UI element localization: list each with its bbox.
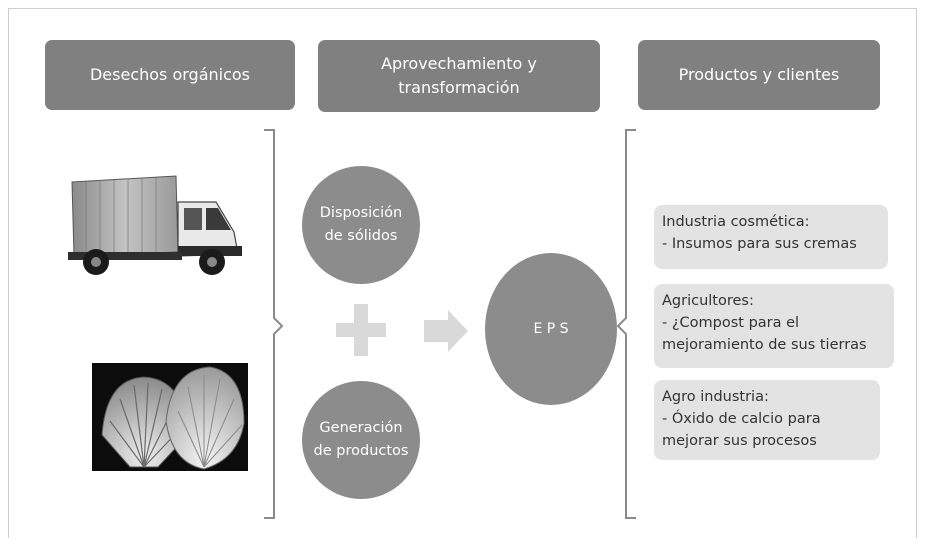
eps-label: E P S [533, 320, 569, 337]
header-processing-line1: Aprovechamiento y [381, 54, 537, 73]
product-cosmetic-title: Industria cosmética: [662, 214, 810, 230]
product-cosmetic-industry: Industria cosmética: - Insumos para sus … [654, 205, 888, 269]
product-agro-detail2: mejorar sus procesos [662, 433, 817, 449]
generation-line2: de productos [313, 443, 409, 459]
header-products-clients: Productos y clientes [638, 40, 880, 110]
frame-top-line [8, 8, 917, 9]
product-agro-industry: Agro industria: - Óxido de calcio para m… [654, 380, 880, 460]
header-organic-waste-label: Desechos orgánicos [89, 65, 251, 84]
products-bracket [616, 129, 636, 519]
arrow-right-icon [424, 310, 468, 352]
header-processing-line2: transformación [398, 78, 520, 97]
frame-left-line [8, 8, 9, 538]
product-farmers-detail1: - ¿Compost para el [662, 315, 800, 331]
disposal-line2: de sólidos [324, 228, 398, 244]
product-farmers-detail2: mejoramiento de sus tierras [662, 337, 867, 353]
plus-icon [336, 304, 386, 356]
eps-circle: E P S [485, 253, 617, 405]
header-products-clients-label: Productos y clientes [678, 65, 840, 84]
truck-icon [68, 175, 242, 275]
header-processing-label: Aprovechamiento y transformación [381, 52, 537, 100]
product-cosmetic-detail: - Insumos para sus cremas [662, 236, 857, 252]
disposal-line1: Disposición [319, 205, 403, 221]
product-agro-detail1: - Óxido de calcio para [662, 411, 821, 427]
frame-right-line [916, 8, 917, 538]
header-organic-waste: Desechos orgánicos [45, 40, 295, 110]
left-column-bracket [264, 129, 284, 519]
generation-circle: Generación de productos [302, 381, 420, 499]
product-farmers-title: Agricultores: [662, 293, 754, 309]
product-farmers: Agricultores: - ¿Compost para el mejoram… [654, 284, 894, 368]
seashell-icon [92, 363, 248, 471]
disposal-circle: Disposición de sólidos [302, 166, 420, 284]
product-agro-title: Agro industria: [662, 389, 769, 405]
header-processing: Aprovechamiento y transformación [318, 40, 600, 112]
generation-line1: Generación [319, 420, 403, 436]
